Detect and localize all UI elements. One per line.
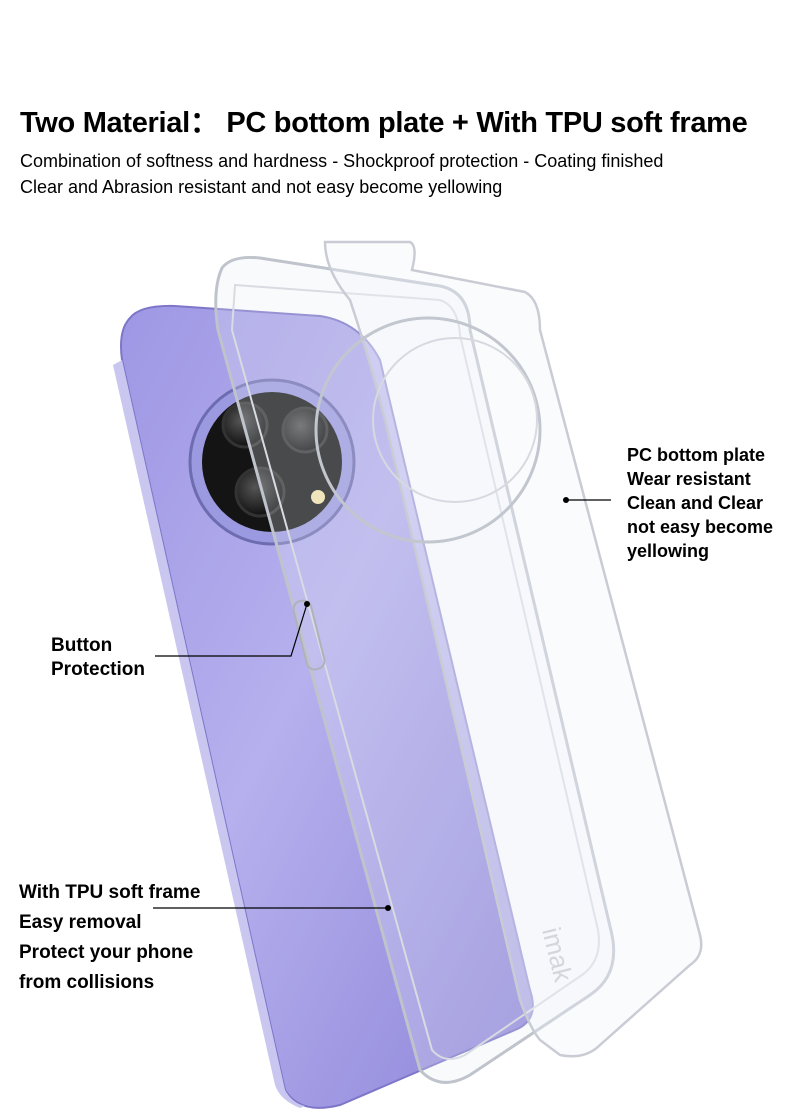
subtitle-line-2: Clear and Abrasion resistant and not eas… <box>20 177 503 197</box>
button-protection-callout: Button Protection <box>51 634 145 682</box>
lens-3 <box>234 466 286 518</box>
page-title: Two Material： PC bottom plate + With TPU… <box>20 107 748 139</box>
callout-line: not easy become <box>627 517 774 537</box>
callout-line: With TPU soft frame <box>19 882 201 903</box>
tpu-frame-callout: With TPU soft frame Easy removal Protect… <box>19 878 200 998</box>
callout-line: Easy removal <box>19 912 142 933</box>
tpu-callout-dot <box>385 905 391 911</box>
button-callout-dot <box>304 601 310 607</box>
callout-line: PC bottom plate <box>627 445 765 465</box>
pc-plate-callout: PC bottom plate Wear resistant Clean and… <box>627 443 773 563</box>
pc-camera-ring-inner <box>372 337 538 503</box>
tpu-frame <box>214 256 616 1084</box>
callout-line: Protection <box>51 659 145 680</box>
pc-callout-dot <box>563 497 569 503</box>
button-callout-line <box>155 603 308 657</box>
callout-line: Clean and Clear <box>627 493 764 513</box>
phone-edge <box>113 360 305 1108</box>
callout-line: Wear resistant <box>627 469 751 489</box>
callout-line: yellowing <box>627 541 710 561</box>
tpu-frame-inner <box>230 283 600 1060</box>
flash <box>311 490 325 504</box>
button-cutout <box>292 599 326 671</box>
pc-plate <box>323 240 703 1058</box>
header: Two Material： PC bottom plate + With TPU… <box>20 104 780 200</box>
callout-line: Protect your phone <box>19 942 194 963</box>
callout-line: from collisions <box>19 972 155 993</box>
subtitle-line-1: Combination of softness and hardness - S… <box>20 151 664 171</box>
callout-line: Button <box>51 635 113 656</box>
pc-camera-ring <box>314 316 542 544</box>
